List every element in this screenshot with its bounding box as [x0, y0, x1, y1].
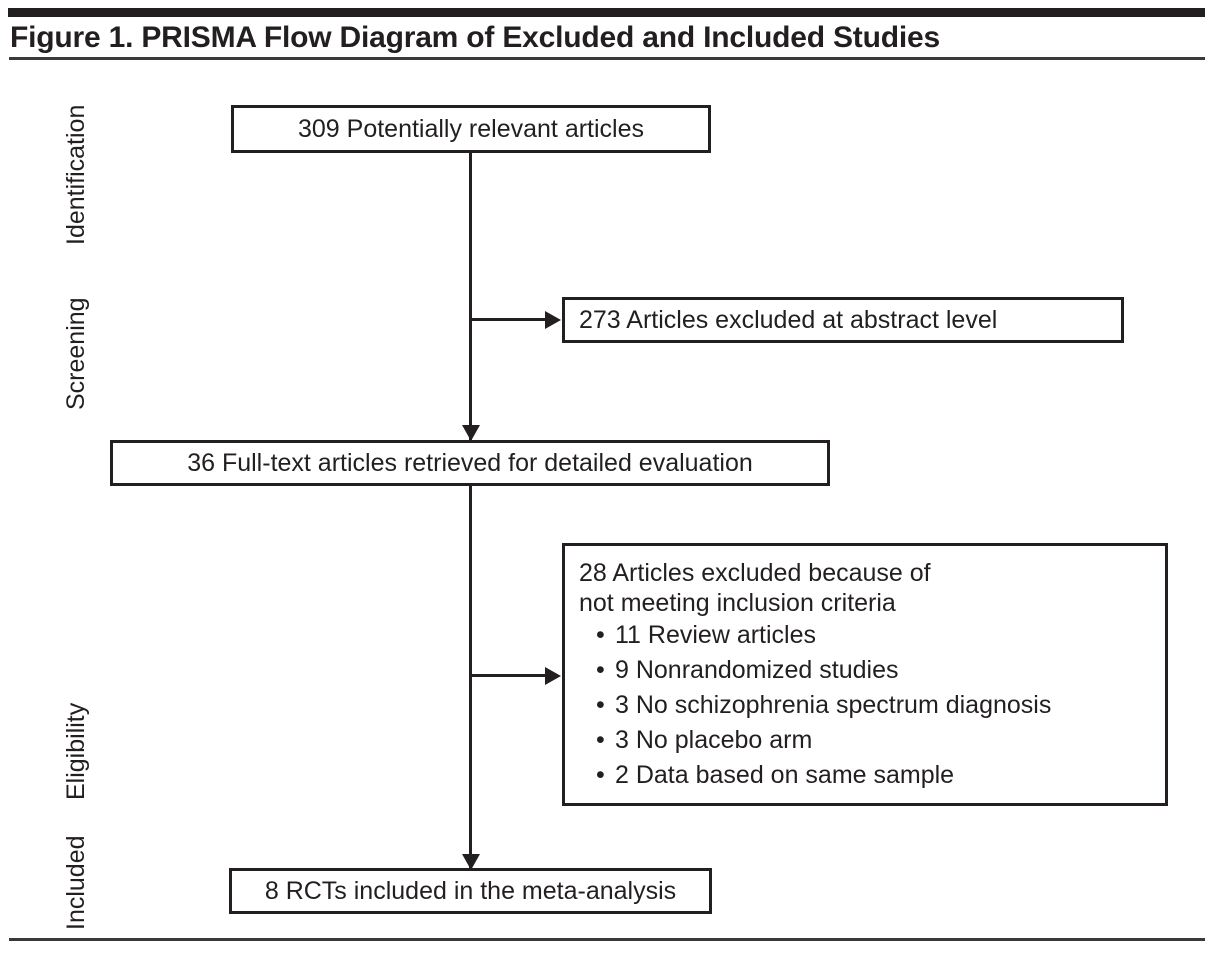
node-excluded-at-abstract-level: 273 Articles excluded at abstract level [562, 297, 1124, 343]
header-top-rule [8, 8, 1205, 17]
figure-title: Figure 1. PRISMA Flow Diagram of Exclude… [10, 21, 940, 54]
stage-label-identification: Identification [62, 104, 90, 245]
connector-to-excluded-eligibility [469, 674, 549, 677]
node-full-text-retrieved: 36 Full-text articles retrieved for deta… [110, 440, 830, 486]
connector-identification-to-screening [469, 153, 472, 441]
excluded-eligibility-heading-line-1: 28 Articles excluded because of [579, 559, 931, 587]
stage-label-screening: Screening [62, 297, 90, 410]
arrowhead-into-full-text-box [462, 425, 480, 441]
stage-label-eligibility: Eligibility [62, 702, 90, 800]
excluded-eligibility-reason-list: 11 Review articles 9 Nonrandomized studi… [579, 618, 1165, 793]
node-excluded-eligibility: 28 Articles excluded because of not meet… [562, 543, 1168, 806]
list-item: 2 Data based on same sample [596, 758, 1165, 793]
figure-bottom-rule [9, 938, 1205, 941]
node-potentially-relevant-articles: 309 Potentially relevant articles [231, 105, 711, 153]
list-item: 3 No schizophrenia spectrum diagnosis [596, 688, 1165, 723]
list-item: 3 No placebo arm [596, 723, 1165, 758]
arrowhead-into-excluded-abstract-box [545, 311, 561, 329]
list-item: 9 Nonrandomized studies [596, 653, 1165, 688]
arrowhead-into-included-box [462, 854, 480, 870]
connector-eligibility-to-included [469, 486, 472, 870]
node-included-in-meta-analysis: 8 RCTs included in the meta-analysis [229, 868, 712, 914]
list-item: 11 Review articles [596, 618, 1165, 653]
excluded-eligibility-heading-line-2: not meeting inclusion criteria [579, 589, 896, 617]
arrowhead-into-excluded-eligibility-box [545, 667, 561, 685]
connector-to-excluded-abstract [469, 318, 549, 321]
stage-label-included: Included [62, 835, 90, 930]
header-bottom-rule [9, 57, 1205, 60]
